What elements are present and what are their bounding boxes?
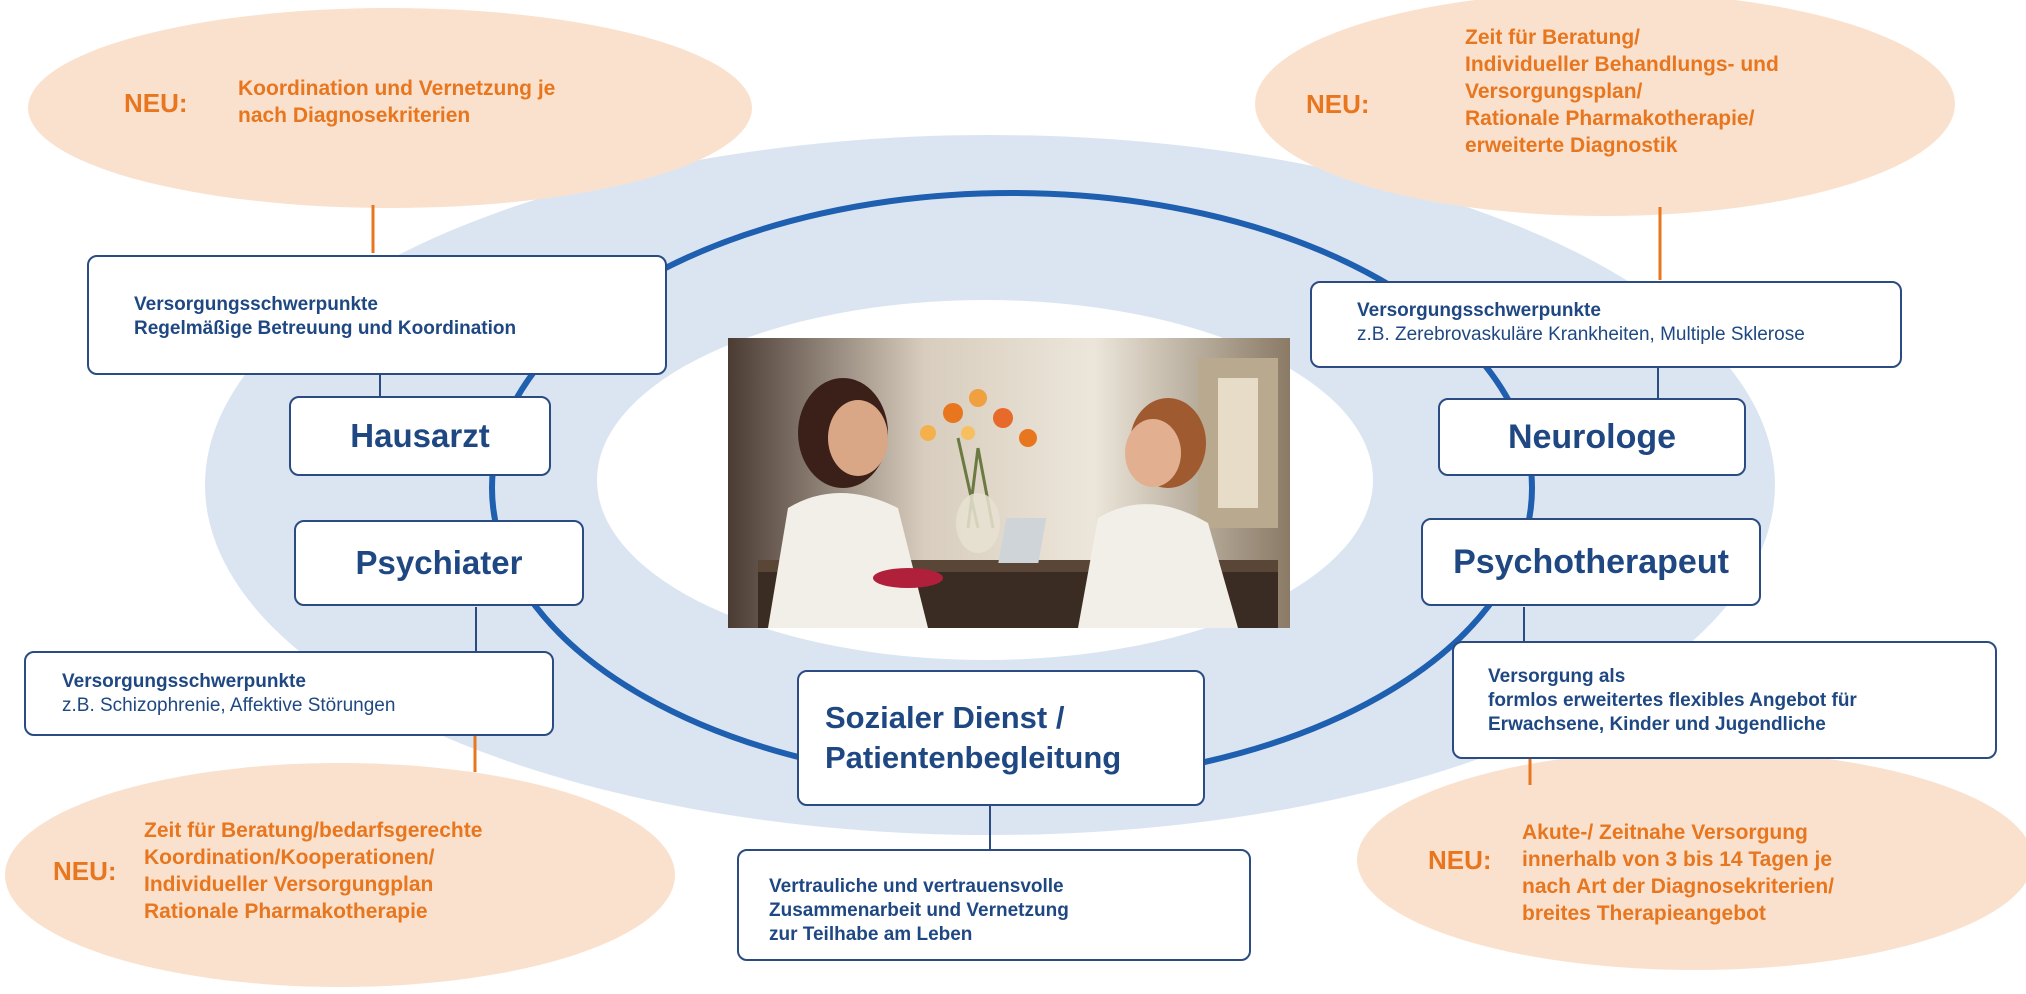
neu-label-top-left: NEU: [124, 88, 188, 118]
role-psychiater: Psychiater [294, 520, 584, 606]
role-hausarzt-label: Hausarzt [350, 417, 490, 454]
role-psychotherapeut: Psychotherapeut [1421, 518, 1761, 606]
info-psychiater-text: z.B. Schizophrenie, Affektive Störungen [62, 695, 396, 716]
info-sozialer-line3: zur Teilhabe am Leben [769, 924, 973, 945]
neu-text-bottom-right: Akute-/ Zeitnahe Versorgung innerhalb vo… [1522, 819, 1834, 927]
neu-bottom-left-line: Individueller Versorgungplan [144, 873, 434, 896]
peach-ellipse-bottom-left [5, 763, 675, 987]
info-sozialer-line1: Vertrauliche und vertrauensvolle [769, 876, 1064, 897]
peach-ellipse-top-right [1255, 0, 1955, 216]
info-box-psychotherapeut: Versorgung als formlos erweitertes flexi… [1452, 641, 1997, 759]
consultation-photo [728, 338, 1290, 628]
neu-label-top-right: NEU: [1306, 89, 1370, 119]
role-hausarzt: Hausarzt [289, 396, 551, 476]
neu-top-right-line: Individueller Behandlungs- und [1465, 53, 1779, 76]
info-psychotherapeut-line1: Versorgung als [1488, 666, 1626, 687]
peach-ellipse-top-left [28, 8, 752, 208]
neu-top-left-line: Koordination und Vernetzung je [238, 77, 556, 100]
role-psychiater-label: Psychiater [355, 544, 523, 581]
neu-top-right-line: erweiterte Diagnostik [1465, 134, 1678, 157]
neu-top-right-line: Zeit für Beratung/ [1465, 26, 1641, 49]
neu-bottom-left-line: Rationale Pharmakotherapie [144, 900, 428, 923]
peach-ellipse-bottom-right [1357, 750, 2026, 970]
neu-bottom-right-line: nach Art der Diagnosekriterien/ [1522, 875, 1834, 898]
neu-bottom-right-line: breites Therapieangebot [1522, 902, 1766, 925]
neu-label-bottom-right: NEU: [1428, 845, 1492, 875]
neu-label-bottom-left: NEU: [53, 856, 117, 886]
neu-bottom-left-line: Zeit für Beratung/bedarfsgerechte [144, 819, 483, 842]
info-sozialer-line2: Zusammenarbeit und Vernetzung [769, 900, 1069, 921]
role-neurologe: Neurologe [1438, 398, 1746, 476]
info-box-neurologe: Versorgungsschwerpunkte z.B. Zerebrovask… [1310, 281, 1902, 368]
info-psychiater-title: Versorgungsschwerpunkte [62, 671, 306, 692]
role-psychotherapeut-label: Psychotherapeut [1453, 542, 1729, 581]
neu-top-right-line: Rationale Pharmakotherapie/ [1465, 107, 1755, 130]
info-neurologe-title: Versorgungsschwerpunkte [1357, 300, 1601, 321]
neu-bottom-right-line: Akute-/ Zeitnahe Versorgung [1522, 821, 1808, 844]
info-box-hausarzt: Versorgungsschwerpunkte Regelmäßige Betr… [87, 255, 667, 375]
neu-bottom-right-line: innerhalb von 3 bis 14 Tagen je [1522, 848, 1833, 871]
neu-text-top-right: Zeit für Beratung/ Individueller Behandl… [1465, 24, 1779, 159]
info-box-psychiater: Versorgungsschwerpunkte z.B. Schizophren… [24, 651, 554, 736]
role-neurologe-label: Neurologe [1507, 417, 1677, 456]
info-hausarzt-text: Regelmäßige Betreuung und Koordination [134, 318, 517, 339]
neu-bottom-left-line: Koordination/Kooperationen/ [144, 846, 435, 869]
neu-top-right-line: Versorgungsplan/ [1465, 80, 1643, 103]
info-neurologe-text: z.B. Zerebrovaskuläre Krankheiten, Multi… [1357, 324, 1805, 345]
neu-top-left-line: nach Diagnosekriterien [238, 104, 471, 127]
info-psychotherapeut-line3: Erwachsene, Kinder und Jugendliche [1488, 714, 1826, 735]
role-sozialer-line1: Sozialer Dienst / [825, 700, 1065, 735]
info-hausarzt-title: Versorgungsschwerpunkte [134, 294, 378, 315]
role-sozialer-dienst: Sozialer Dienst / Patientenbegleitung [797, 670, 1205, 806]
info-box-sozialer: Vertrauliche und vertrauensvolle Zusamme… [737, 849, 1251, 961]
neu-text-top-left: Koordination und Vernetzung je nach Diag… [238, 75, 555, 129]
neu-text-bottom-left: Zeit für Beratung/bedarfsgerechte Koordi… [144, 817, 482, 925]
info-psychotherapeut-line2: formlos erweitertes flexibles Angebot fü… [1488, 690, 1857, 711]
role-sozialer-line2: Patientenbegleitung [825, 740, 1122, 775]
